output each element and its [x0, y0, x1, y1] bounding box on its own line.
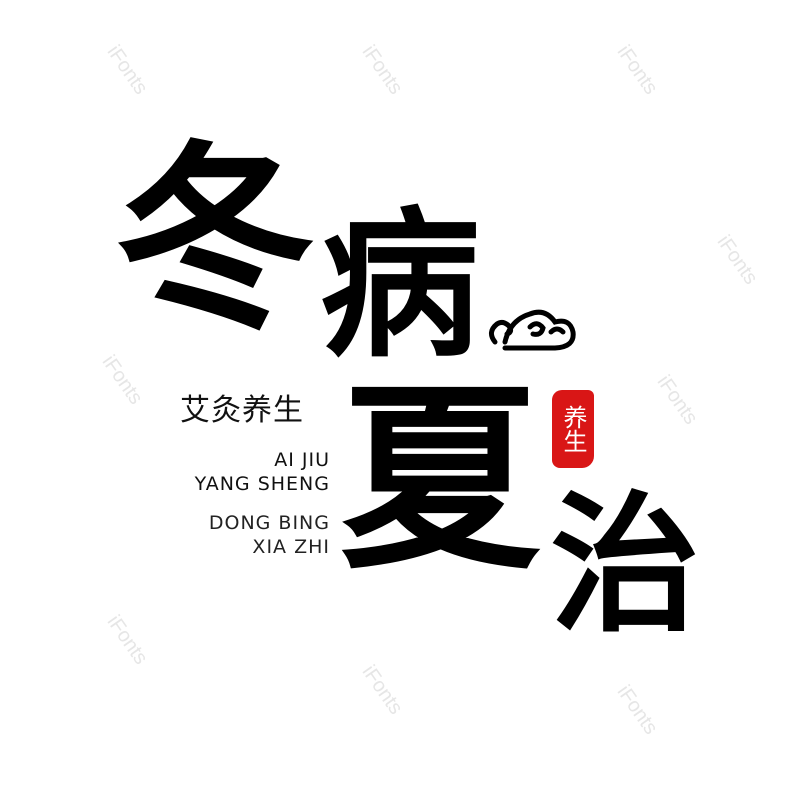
pinyin-block-2: DONG BING XIA ZHI [209, 511, 330, 559]
subtitle-cn: 艾灸养生 [180, 393, 304, 428]
seal-text: 养生 [559, 405, 587, 453]
title-char-xia: 夏 [340, 362, 541, 597]
title-char-zhi: 治 [550, 477, 701, 653]
watermark: iFonts [97, 351, 147, 409]
watermark: iFonts [612, 681, 662, 739]
watermark: iFonts [652, 371, 702, 429]
watermark: iFonts [102, 611, 152, 669]
pinyin-line: YANG SHENG [194, 473, 330, 495]
watermark: iFonts [102, 41, 152, 99]
title-char-bing: 病 [320, 191, 481, 379]
title-char-dong: 冬 [115, 122, 316, 357]
red-seal: 养生 [552, 390, 594, 468]
pinyin-line: XIA ZHI [252, 536, 330, 558]
watermark: iFonts [357, 661, 407, 719]
pinyin-block-1: AI JIU YANG SHENG [195, 448, 330, 496]
pinyin-line: DONG BING [208, 512, 330, 534]
pinyin-line: AI JIU [274, 449, 330, 471]
watermark: iFonts [357, 41, 407, 99]
cloud-icon [489, 309, 576, 351]
watermark: iFonts [612, 41, 662, 99]
watermark: iFonts [712, 231, 762, 289]
